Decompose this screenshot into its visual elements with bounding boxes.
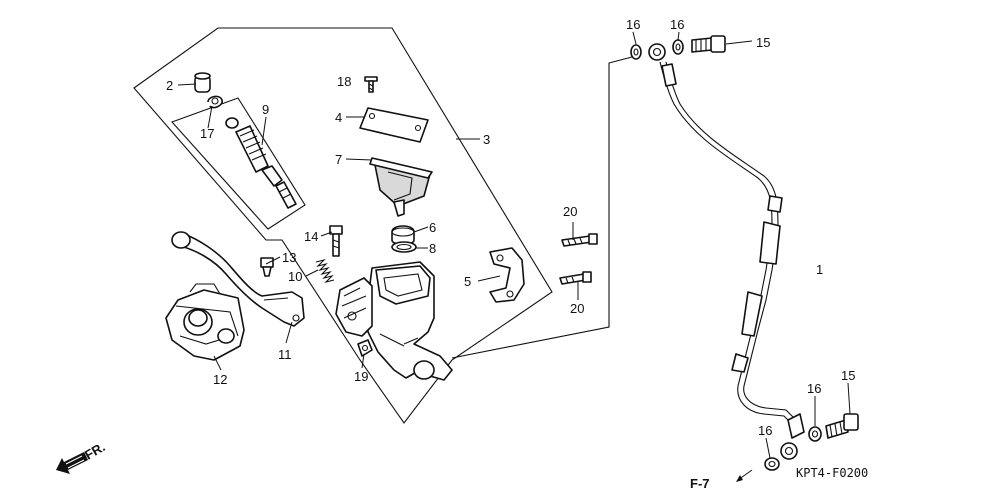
- bolt-part-20-lower: [559, 271, 592, 285]
- callout-labels: 1 2 3 4 5 6 7 8 9 10 11 12 13 14 15 15 1…: [166, 17, 855, 438]
- section-ref-label: F-7: [690, 476, 710, 491]
- diagram-code: KPT4-F0200: [796, 466, 868, 480]
- callout-16-d: 16: [758, 423, 772, 438]
- sealing-washer-16-c: [808, 426, 822, 442]
- piston-kit-box: [171, 97, 306, 230]
- callout-10: 10: [288, 269, 302, 284]
- spring-part-10: [315, 258, 335, 284]
- callout-16-c: 16: [807, 381, 821, 396]
- callout-19: 19: [354, 369, 368, 384]
- callout-18: 18: [337, 74, 351, 89]
- callout-3: 3: [483, 132, 490, 147]
- callout-16-b: 16: [670, 17, 684, 32]
- callout-4: 4: [335, 110, 342, 125]
- oring-part-8: [391, 241, 417, 253]
- callout-15-upper: 15: [756, 35, 770, 50]
- bolt-part-14: [329, 225, 343, 257]
- arrow-left-down-icon: [56, 452, 88, 474]
- callout-7: 7: [335, 152, 342, 167]
- sealing-washer-16-a: [630, 44, 642, 60]
- hose-eye-fitting-lower: [780, 442, 798, 460]
- callout-11: 11: [278, 347, 292, 362]
- callout-14: 14: [304, 229, 318, 244]
- reservoir-cap-part-4: [359, 107, 429, 143]
- sealing-washer-16-b: [672, 39, 684, 55]
- master-cylinder-assembly-outline: [133, 27, 553, 424]
- master-cylinder-body: [367, 261, 453, 381]
- hose-eye-fitting-upper: [648, 43, 666, 61]
- oil-bolt-15-lower: [825, 413, 859, 439]
- callout-1: 1: [816, 262, 823, 277]
- callout-6: 6: [429, 220, 436, 235]
- lever-mount-bracket: [335, 277, 373, 337]
- callout-5: 5: [464, 274, 471, 289]
- plate-part-6: [391, 225, 415, 246]
- leader-lines: [177, 31, 851, 459]
- circlip-part-17: [207, 95, 223, 109]
- callout-12: 12: [213, 372, 227, 387]
- sealing-washer-16-d: [764, 457, 780, 471]
- boot-part-2: [194, 72, 211, 93]
- callout-13: 13: [282, 250, 296, 265]
- callout-16-a: 16: [626, 17, 640, 32]
- diaphragm-part-7: [369, 157, 433, 217]
- callout-15-lower: 15: [841, 368, 855, 383]
- callout-20-lower: 20: [570, 301, 584, 316]
- brake-hose-part-1: [659, 61, 805, 439]
- assembly-to-hose-link: [451, 56, 633, 359]
- brake-lever: [171, 231, 305, 327]
- callout-8: 8: [429, 241, 436, 256]
- callout-2: 2: [166, 78, 173, 93]
- arrow-left-small-icon: [736, 469, 753, 482]
- section-reference: F-7: [690, 469, 753, 491]
- oil-bolt-15-upper: [691, 35, 726, 53]
- piston-kit-part-9: [225, 117, 297, 209]
- screw-part-18: [364, 76, 378, 93]
- screw-part-13: [260, 257, 274, 277]
- callout-20-upper: 20: [563, 204, 577, 219]
- lever-bracket: [165, 283, 245, 361]
- clamp-holder-part-5: [489, 247, 525, 303]
- callout-9: 9: [262, 102, 269, 117]
- callout-17: 17: [200, 126, 214, 141]
- pivot-nut-part-19: [357, 339, 373, 357]
- bolt-part-20-upper: [561, 233, 598, 247]
- front-direction-marker: FR.: [56, 439, 108, 474]
